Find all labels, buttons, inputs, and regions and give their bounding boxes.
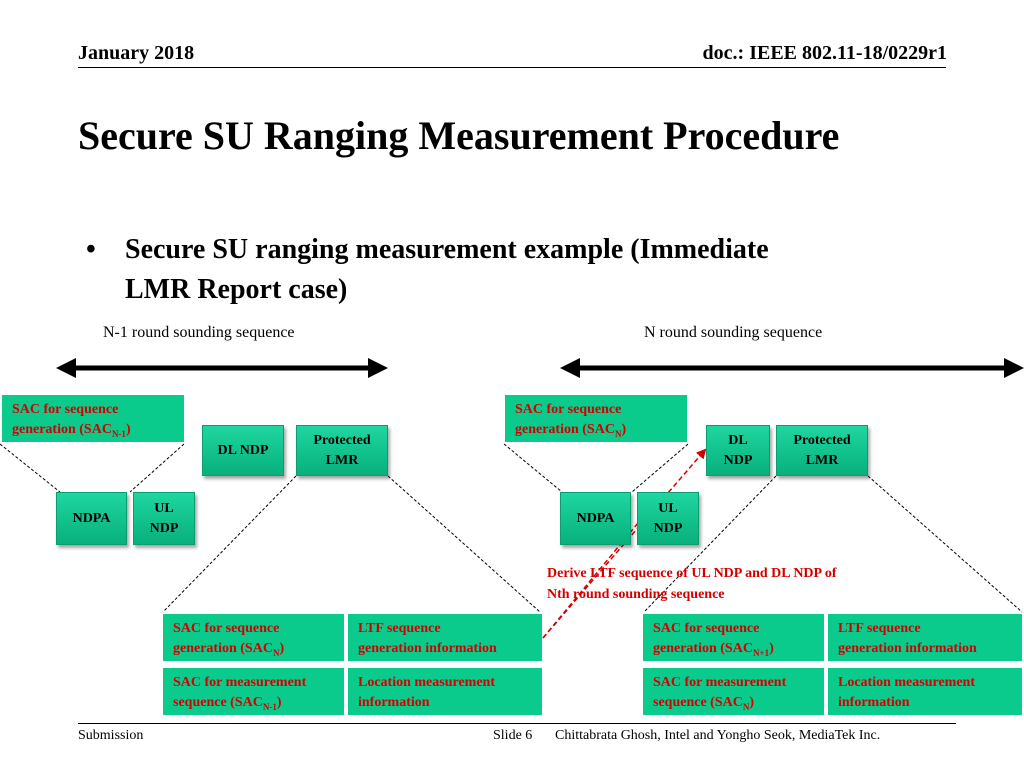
- bullet-line-2: LMR Report case): [125, 274, 348, 305]
- header-date: January 2018: [78, 42, 195, 64]
- right-ndpa-box: NDPA: [560, 492, 631, 545]
- header-doc-id: doc.: IEEE 802.11-18/0229r1: [702, 42, 947, 64]
- right-sac-generation-box: SAC for sequence generation (SACN): [505, 395, 687, 442]
- left-span-arrow: [56, 358, 388, 378]
- header-rule: [78, 67, 946, 68]
- footer-submission: Submission: [78, 728, 144, 743]
- left-sac-zoom-lines: [0, 443, 185, 493]
- left-sac-line-1: SAC for sequence: [12, 402, 119, 417]
- left-sac-generation-box: SAC for sequence generation (SACN-1): [2, 395, 184, 442]
- bullet-text: Secure SU ranging measurement example (I…: [125, 230, 769, 310]
- footer-slide-number: Slide 6: [493, 728, 533, 743]
- right-lmr-zoom-lines: [643, 475, 1023, 613]
- footer-rule: [78, 723, 956, 724]
- left-sequence-label: N-1 round sounding sequence: [103, 324, 295, 341]
- left-ndpa-box: NDPA: [56, 492, 127, 545]
- derive-ltf-note: Derive LTF sequence of UL NDP and DL NDP…: [547, 566, 837, 602]
- slide-title: Secure SU Ranging Measurement Procedure: [78, 113, 840, 158]
- footer-authors: Chittabrata Ghosh, Intel and Yongho Seok…: [555, 728, 881, 743]
- left-sac-line-2: generation (SACN-1): [12, 422, 131, 439]
- bullet-symbol: •: [86, 234, 96, 265]
- left-dl-ndp-box: DL NDP: [202, 425, 284, 476]
- bullet-line-1: Secure SU ranging measurement example (I…: [125, 234, 769, 265]
- left-lmr-zoom-lines: [162, 475, 541, 613]
- right-span-arrow: [560, 358, 1024, 378]
- right-sequence-label: N round sounding sequence: [644, 324, 823, 341]
- right-sac-zoom-lines: [503, 443, 689, 493]
